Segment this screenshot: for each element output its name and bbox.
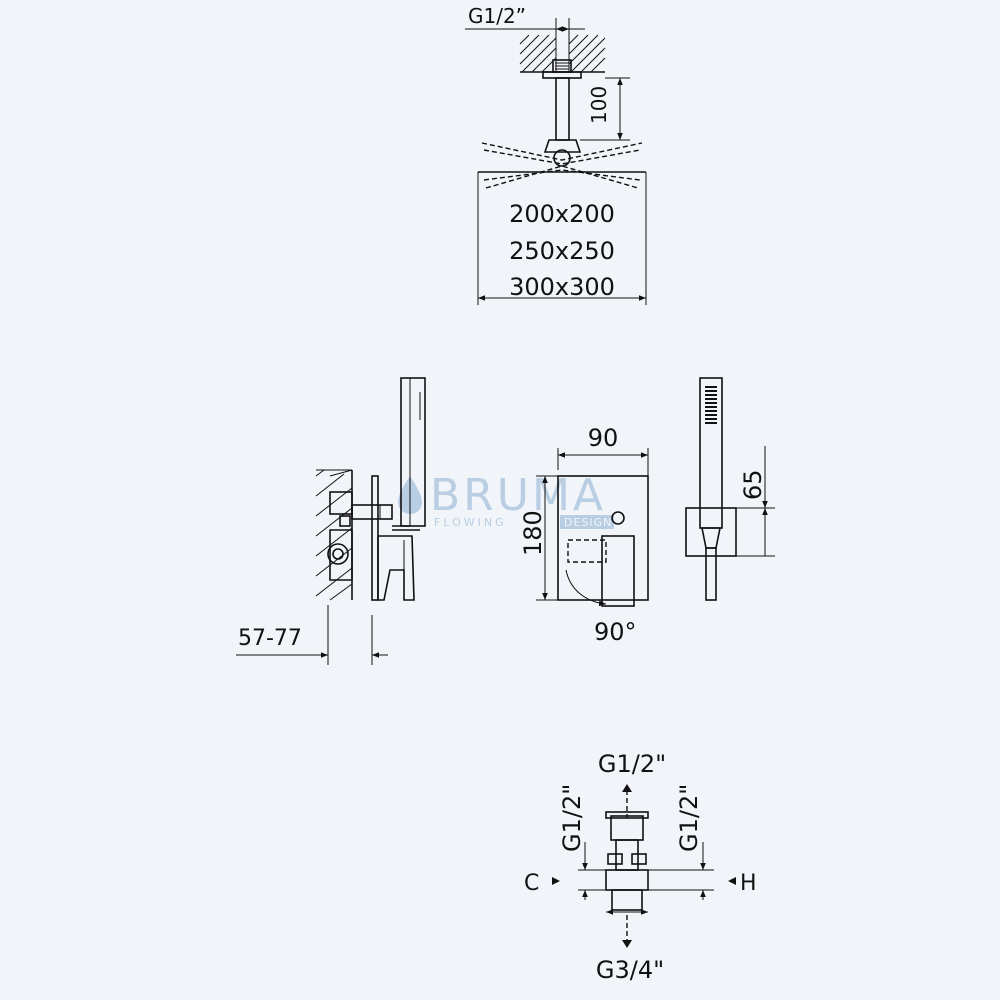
- wall-hatch: [315, 469, 353, 601]
- valve-body-top: [329, 491, 353, 515]
- front-handle: [601, 535, 635, 607]
- watermark-tagline-box: [560, 515, 614, 529]
- valve-bottom-label: G3/4": [596, 956, 664, 984]
- watermark-tagline-left: FLOWING: [434, 516, 507, 529]
- hot-arrow-icon: [728, 877, 736, 885]
- ball-joint: [543, 139, 582, 153]
- nozzle-grid: [705, 386, 717, 424]
- head-size-3: 300x300: [509, 273, 615, 301]
- handle-rotated-position: [567, 539, 607, 563]
- ceiling-hatch-right: [568, 34, 606, 73]
- head-size-1: 200x200: [509, 200, 615, 228]
- thread-label: G1/2”: [468, 4, 526, 28]
- watermark-tagline-right: DESIGN: [564, 516, 612, 529]
- wall-depth-label: 57-77: [238, 626, 302, 651]
- side-view: 57-77: [236, 377, 426, 665]
- valve-top-port: [610, 815, 644, 841]
- shower-holder: [685, 507, 737, 557]
- hose-connector: [705, 547, 717, 601]
- valve-bottom-port: [611, 889, 643, 911]
- mixer-handle: [377, 535, 415, 601]
- head-size-2: 250x250: [509, 237, 615, 265]
- head-tilt-positions: [481, 142, 643, 189]
- front-cover-plate: [557, 475, 649, 601]
- ceiling-hatch-left: [519, 34, 557, 73]
- front-height-label: 180: [519, 510, 547, 556]
- hand-shower-view: 65: [685, 377, 775, 601]
- holder-bracket: [701, 527, 721, 549]
- ceiling-flange: [542, 71, 582, 79]
- rotation-arrow: [565, 569, 607, 607]
- diverter-button: [611, 511, 625, 525]
- valve-body-lower: [329, 529, 353, 581]
- hand-shower-front: [699, 377, 723, 529]
- valve-handle-left: [607, 853, 623, 865]
- head-shower-view: G1/2” 1: [465, 4, 647, 305]
- arm-length-label: 100: [587, 86, 611, 124]
- front-width-label: 90: [588, 424, 619, 452]
- cold-arrow-icon: [552, 877, 560, 885]
- cover-plate: [371, 475, 379, 601]
- hand-shower-side: [400, 377, 426, 527]
- hot-label: H: [740, 871, 757, 896]
- valve-cartridge: [327, 543, 349, 565]
- valve-small-block: [339, 515, 351, 527]
- valve-right-vertical-label: G1/2": [675, 784, 703, 852]
- valve-left-vertical-label: G1/2": [558, 784, 586, 852]
- valve-view: G1/2" G3/4" G1/2" C G1/2" H: [524, 750, 757, 984]
- watermark-brand: BRUMA: [430, 470, 606, 521]
- cold-label: C: [524, 871, 539, 896]
- rotation-label: 90°: [594, 618, 637, 646]
- shower-arm: [555, 77, 570, 141]
- watermark: BRUMA FLOWING DESIGN: [398, 470, 614, 529]
- holder-height-label: 65: [739, 469, 767, 500]
- valve-handle-right: [631, 853, 647, 865]
- thread-nipple: [552, 59, 572, 73]
- front-view: 90° 90 180: [519, 424, 649, 646]
- valve-main-body: [605, 869, 649, 891]
- valve-top-label: G1/2": [598, 750, 666, 778]
